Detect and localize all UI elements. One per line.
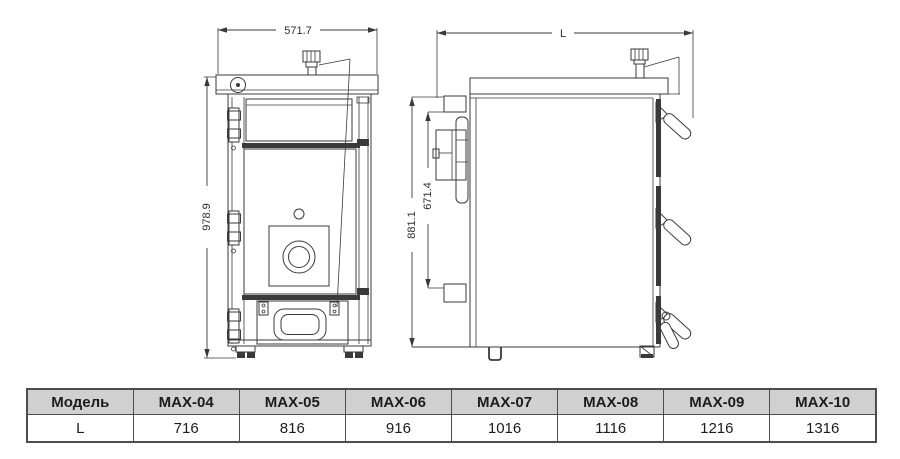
thermowell-circle [230,77,246,93]
table-row-length: L 716 816 916 1016 1116 1216 1316 [26,414,877,443]
front-view-drawing: 571.7 978.9 [201,25,379,359]
cell-l-max-06: 916 [344,414,453,443]
front-base [227,339,372,358]
row-label-l: L [26,414,134,443]
side-view-drawing: L 881.1 671.4 [406,28,694,361]
side-upper-height-dimension-label: 671.4 [422,182,434,210]
boiler-dimensions-figure: 571.7 978.9 [201,25,694,361]
middle-door [242,148,360,300]
front-height-dimension-label: 978.9 [201,203,213,231]
front-body [227,94,372,346]
model-dimensions-table: Модель MAX-04 MAX-05 MAX-06 MAX-07 MAX-0… [26,388,877,443]
door-handle-top [655,101,692,140]
column-header-max-08: MAX-08 [557,388,665,415]
side-foot-back [488,347,502,361]
lower-ash-door [256,300,349,345]
door-hinge-bottom [227,308,241,352]
column-header-max-05: MAX-05 [238,388,346,415]
door-hinge-top [227,107,241,151]
door-hinge-middle [227,210,241,254]
cell-l-max-08: 1116 [557,414,665,443]
front-width-dimension: 571.7 [217,25,378,74]
side-upper-height-dimension: 671.4 [422,111,444,289]
lower-back-connection [443,283,467,303]
peephole-circle [293,208,305,220]
front-foot-right [343,345,364,358]
cell-l-max-04: 716 [132,414,240,443]
cell-l-max-09: 1216 [663,414,771,443]
cell-l-max-10: 1316 [769,414,877,443]
flue-outlet [443,95,467,113]
side-height-dimension-label: 881.1 [406,211,418,239]
cell-l-max-05: 816 [238,414,346,443]
column-header-max-10: MAX-10 [769,388,877,415]
column-header-max-04: MAX-04 [132,388,240,415]
side-top-panel [469,77,680,99]
column-header-max-06: MAX-06 [344,388,453,415]
side-length-dimension-label: L [560,28,566,40]
side-length-dimension: L [436,28,694,118]
burner-panel [268,225,330,287]
front-foot-left [235,345,256,358]
table-header-row: Модель MAX-04 MAX-05 MAX-06 MAX-07 MAX-0… [26,388,877,415]
side-body [412,94,661,348]
column-header-max-09: MAX-09 [663,388,771,415]
side-safety-valve [630,48,680,94]
column-header-model: Модель [26,388,134,415]
door-handle-bottom [655,301,692,349]
damper-assembly [432,116,469,204]
door-handle-middle [655,207,692,246]
front-safety-valve [301,50,351,308]
front-width-dimension-label: 571.7 [284,25,312,37]
cell-l-max-07: 1016 [450,414,559,443]
upper-loading-door [242,98,360,148]
front-height-dimension: 978.9 [201,76,236,359]
side-foot-front [639,345,655,358]
front-top-panel [215,74,379,95]
column-header-max-07: MAX-07 [450,388,559,415]
side-height-dimension: 881.1 [406,96,444,347]
